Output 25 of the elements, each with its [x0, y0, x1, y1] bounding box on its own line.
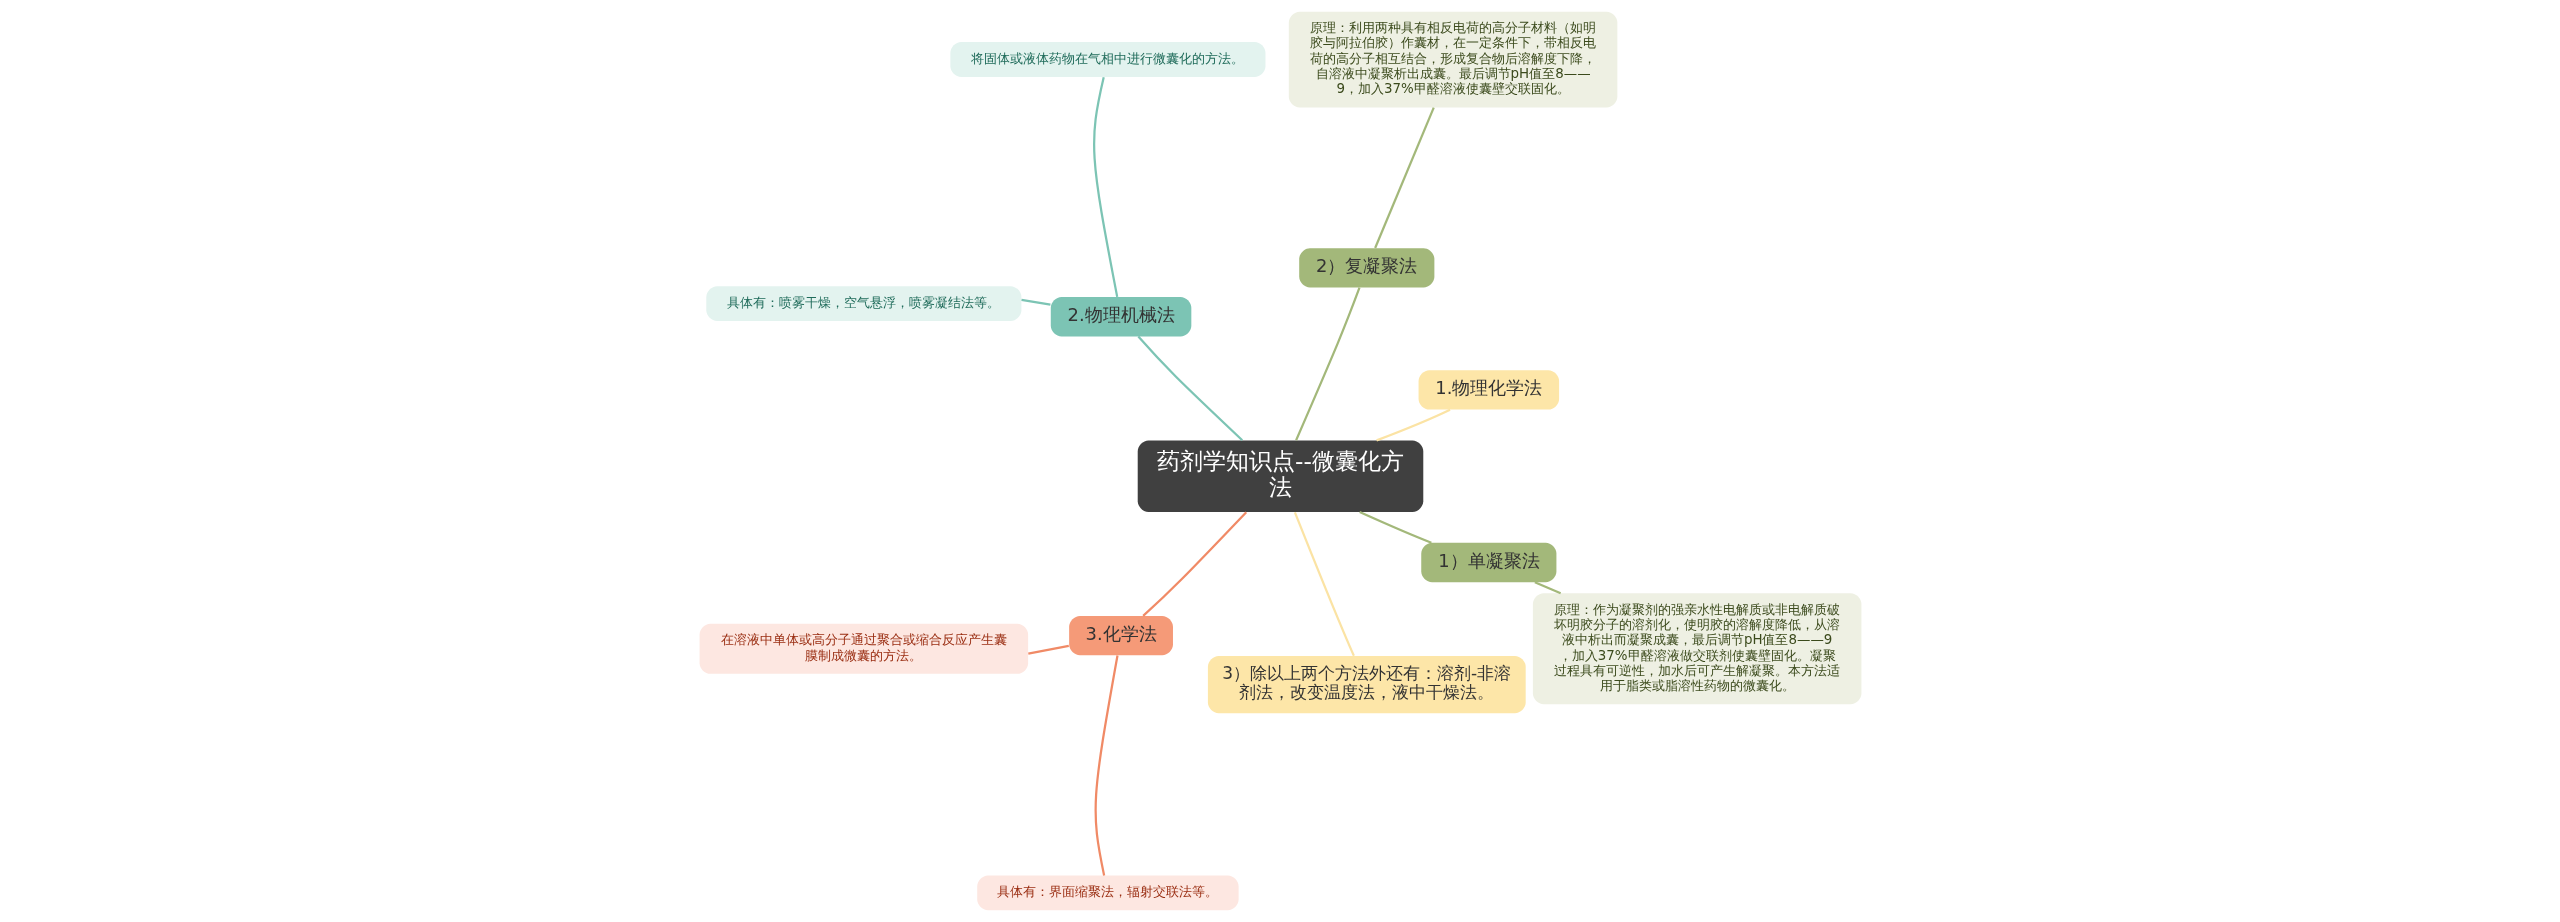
- node-box: 3.化学法: [1068, 615, 1173, 656]
- node-box: 2.物理机械法: [1050, 297, 1191, 337]
- node-box: 1）单凝聚法: [1420, 542, 1556, 583]
- connector: [1533, 581, 1561, 595]
- connector: [1094, 655, 1119, 876]
- node-box: 3）除以上两个方法外还有：溶剂-非溶剂法，改变温度法，液中干燥法。: [1207, 655, 1526, 714]
- node-box: 原理：利用两种具有相反电荷的高分子材料（如明胶与阿拉伯胶）作囊材，在一定条件下，带相反电荷的高分子相互结合，形成复合物后溶解度下降，自溶液中凝聚析出成囊。最后调节pH值至8——9，加入37%甲醛溶液使囊壁交联固化。: [1288, 11, 1617, 108]
- connector: [1137, 335, 1243, 441]
- node-box: 将固体或液体药物在气相中进行微囊化的方法。: [949, 42, 1265, 77]
- connector: [1020, 298, 1051, 306]
- node-box: 1.物理化学法: [1418, 370, 1559, 410]
- connector: [1092, 77, 1118, 298]
- connector: [1375, 408, 1451, 442]
- node-box: 药剂学知识点--微囊化方法: [1137, 440, 1423, 513]
- node-box: 具体有：界面缩聚法，辐射交联法等。: [976, 875, 1239, 911]
- connector: [1141, 511, 1247, 617]
- connector: [1373, 107, 1435, 249]
- node-box: 在溶液中单体或高分子通过聚合或缩合反应产生囊膜制成微囊的方法。: [699, 623, 1028, 674]
- node-box: 原理：作为凝聚剂的强亲水性电解质或非电解质破坏明胶分子的溶剂化，使明胶的溶解度降低，从溶液中析出而凝聚成囊，最后调节pH值至8——9，加入37%甲醛溶液做交联剂使囊壁固化。凝聚过程具有可逆性，加水后可产生解凝聚。本方法适用于脂类或脂溶性药物的微囊化。: [1532, 593, 1861, 705]
- connector: [1358, 511, 1432, 544]
- connector: [1294, 287, 1360, 441]
- connector: [1027, 644, 1069, 655]
- node-box: 2）复凝聚法: [1298, 248, 1434, 288]
- node-box: 具体有：喷雾干燥，空气悬浮，喷雾凝结法等。: [705, 286, 1021, 322]
- connector: [1293, 511, 1355, 657]
